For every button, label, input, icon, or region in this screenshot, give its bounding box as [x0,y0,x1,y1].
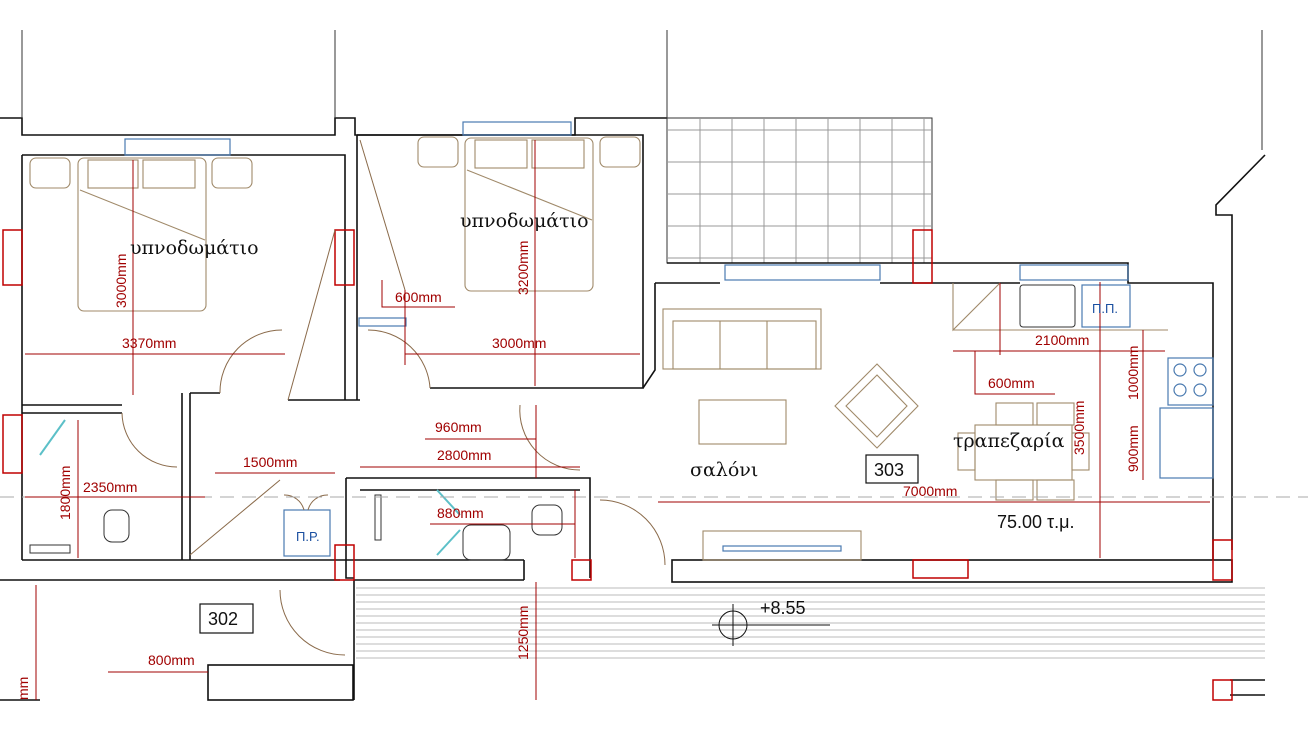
room-label-bedroom-1: υπνοδωμάτιο [130,237,259,259]
area-label: 75.00 τ.μ. [997,512,1075,532]
dim-kitchen-1000: 1000mm [1125,346,1141,400]
fixtures [29,284,1214,561]
dim-lower-800: 800mm [148,652,195,668]
dim-bed1-height: 3000mm [113,254,129,308]
room-label-bedroom-2: υπνοδωμάτιο [460,210,589,232]
dim-wc-width: 2350mm [83,479,137,495]
dim-bed2-height: 3200mm [515,241,531,295]
dim-bed2-width: 3000mm [492,335,546,351]
windows [124,121,1129,327]
balcony-floor [356,587,1265,659]
unit-303-label: 303 [874,460,904,480]
dim-bath-depth: 880mm [437,505,484,521]
outer-outline [0,30,1266,550]
dim-closet: 600mm [395,289,442,305]
pp-symbol: Π.Π. [1092,301,1118,316]
elevation-label: +8.55 [760,598,806,618]
dimension-lines [25,140,1210,700]
balcony-tiles [666,117,933,264]
doors [121,139,666,656]
room-label-living: σαλόνι [690,459,758,481]
unit-302-label: 302 [208,609,238,629]
dim-kitchen-900: 900mm [1125,425,1141,472]
dim-living-width: 7000mm [903,483,957,499]
dim-hall: 960mm [435,419,482,435]
elevation-marker: +8.55 [712,598,830,646]
room-label-dining: τραπεζαρία [953,430,1065,452]
dim-kitchen-width: 2100mm [1035,332,1089,348]
dim-bath-width: 2800mm [437,447,491,463]
dim-corridor: 1500mm [243,454,297,470]
structural-columns [2,229,1233,701]
dim-balcony: 1250mm [515,606,531,660]
furniture [29,136,1168,561]
walls [0,134,1265,701]
dim-bed1-width: 3370mm [122,335,176,351]
pr-symbol: Π.Ρ. [296,529,320,544]
dim-wc-height: 1800mm [57,466,73,520]
dim-kitchen-gap: 600mm [988,375,1035,391]
unit-tag-box [199,603,254,634]
dim-living-depth: 3500mm [1071,401,1087,455]
dim-edge: mm [15,677,31,700]
unit-tag-box [865,454,919,484]
